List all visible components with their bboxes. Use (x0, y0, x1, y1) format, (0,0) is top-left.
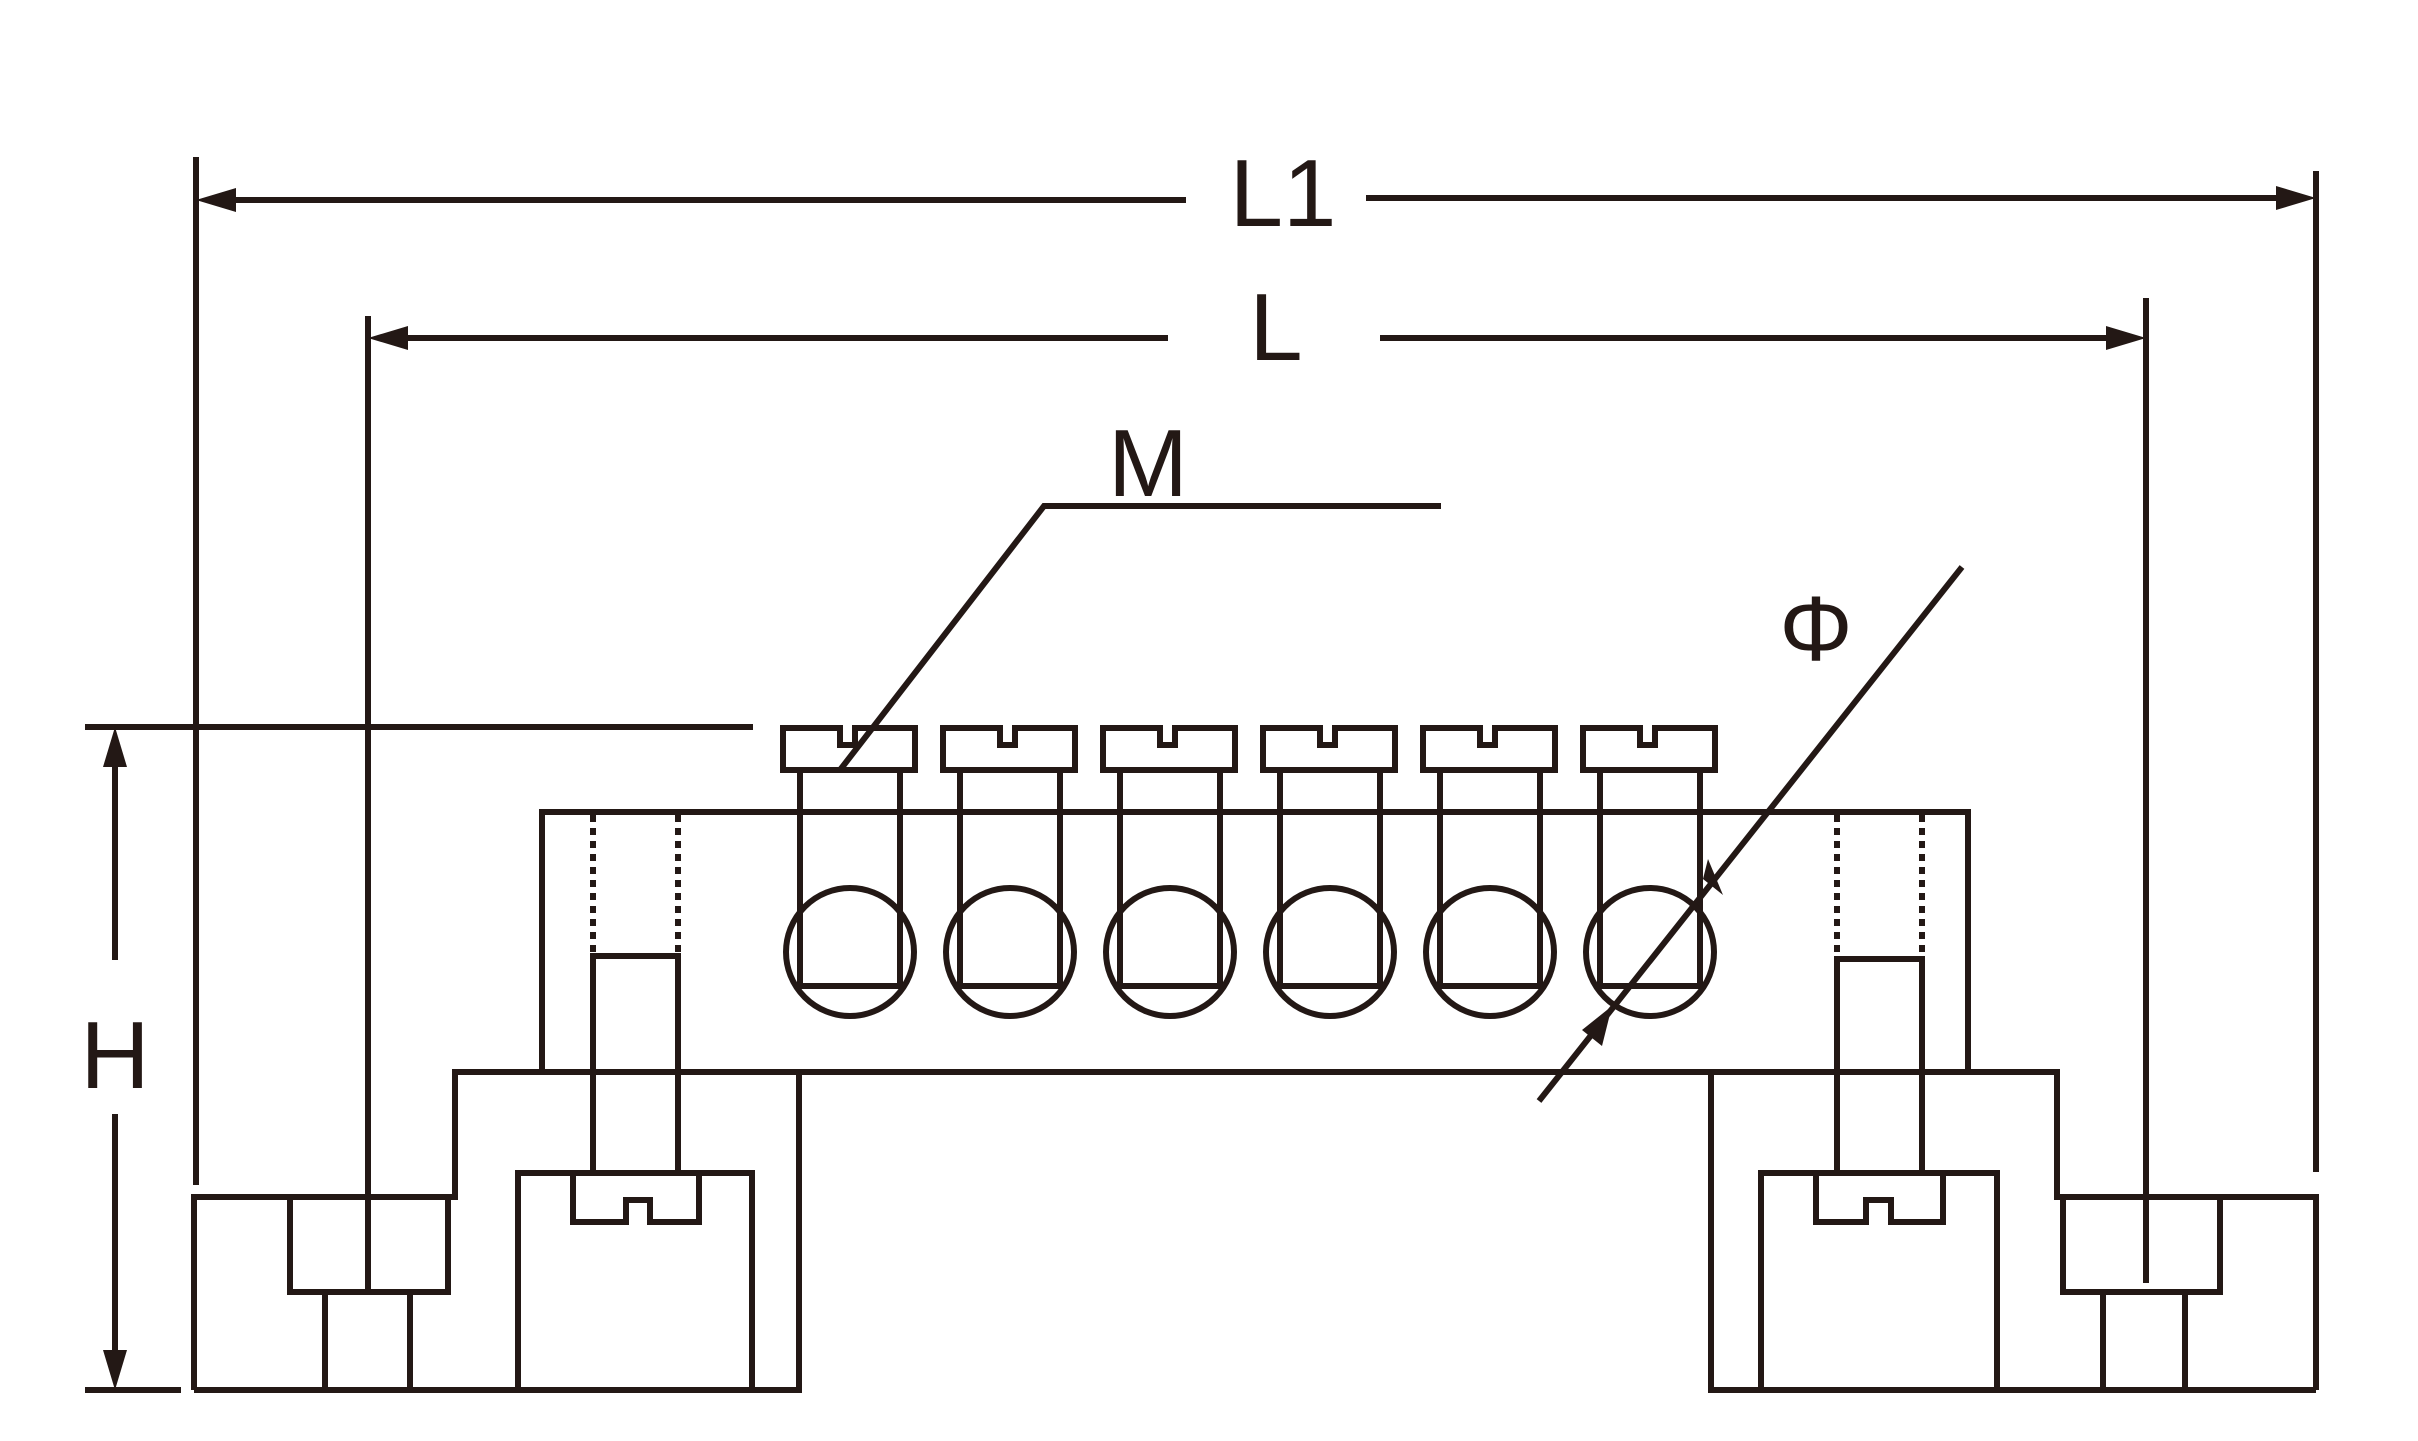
support-base (191, 1069, 2319, 1393)
terminal-screw-4 (1263, 728, 1397, 1019)
left-mounting-flange (287, 1197, 451, 1295)
left-screw-shank (590, 953, 681, 1173)
l-right-arrowhead (2106, 326, 2146, 350)
leader-m: M (837, 410, 1441, 772)
screw-head (1103, 728, 1235, 770)
screw-head (1423, 728, 1555, 770)
h-label: H (80, 1002, 149, 1109)
phi-label: Φ (1779, 578, 1852, 680)
terminal-screw-5 (1423, 728, 1557, 1019)
terminal-screw-6 (1583, 728, 1717, 1019)
wire-hole (1263, 885, 1397, 1019)
screw-head (783, 728, 915, 770)
right-screw-shank (1834, 956, 1925, 1173)
wire-hole (1103, 885, 1237, 1019)
terminal-screw-1 (783, 728, 917, 1019)
h-bottom-arrowhead (103, 1350, 127, 1390)
left-screw-head (570, 1176, 702, 1225)
l-label: L (1249, 274, 1302, 381)
screw-shank (957, 770, 1063, 989)
m-leader-line (837, 503, 1441, 772)
terminal-screw-3 (1103, 728, 1237, 1019)
dimension-l1: L1 (193, 140, 2319, 1185)
right-screw-housing (1758, 1170, 2000, 1393)
left-mounting-foot (287, 1197, 451, 1390)
screw-shank (1277, 770, 1383, 989)
screw-shank (797, 770, 903, 989)
screw-shank (1597, 770, 1703, 989)
h-top-arrowhead (103, 727, 127, 767)
terminal-bar (539, 809, 1971, 1072)
wire-hole (1583, 885, 1717, 1019)
phi-upper-arrowhead (1703, 859, 1723, 895)
left-screw-housing (515, 1170, 755, 1393)
dimension-phi: Φ (1536, 565, 1965, 1103)
right-fixing-screw (1758, 815, 2000, 1393)
dimension-h: H (80, 724, 753, 1393)
right-mounting-foot (2060, 1197, 2223, 1390)
dimension-l: L (365, 274, 2149, 1293)
screw-head (1583, 728, 1715, 770)
terminal-screw-2 (943, 728, 1077, 1019)
l1-left-arrowhead (196, 188, 236, 212)
right-screw-head (1813, 1176, 1946, 1225)
left-fixing-screw (515, 815, 755, 1393)
wire-hole (1423, 885, 1557, 1019)
phi-lower-arrowhead (1582, 1006, 1612, 1046)
left-support (191, 1069, 802, 1393)
right-mounting-flange (2060, 1197, 2223, 1295)
right-support (1708, 1069, 2319, 1393)
screw-shank (1437, 770, 1543, 989)
m-label: M (1108, 410, 1188, 517)
screw-head (1263, 728, 1395, 770)
wire-hole (783, 885, 917, 1019)
wire-hole (943, 885, 1077, 1019)
l1-label: L1 (1230, 140, 1337, 247)
l1-right-arrowhead (2276, 186, 2316, 210)
screw-head (943, 728, 1075, 770)
terminal-screws (783, 728, 1717, 1019)
screw-shank (1117, 770, 1223, 989)
l-left-arrowhead (368, 326, 408, 350)
